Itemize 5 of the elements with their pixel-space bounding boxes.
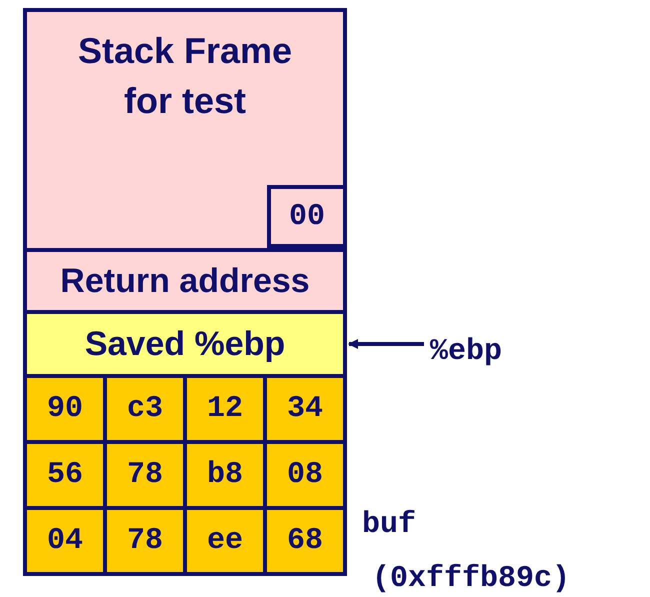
buffer-label: buf (362, 508, 416, 542)
arrow (348, 339, 424, 349)
frame-title: Stack Frame for test (76, 29, 294, 124)
buffer-label: (0xfffb89c) (372, 562, 570, 596)
register-label: %ebp (430, 332, 540, 372)
